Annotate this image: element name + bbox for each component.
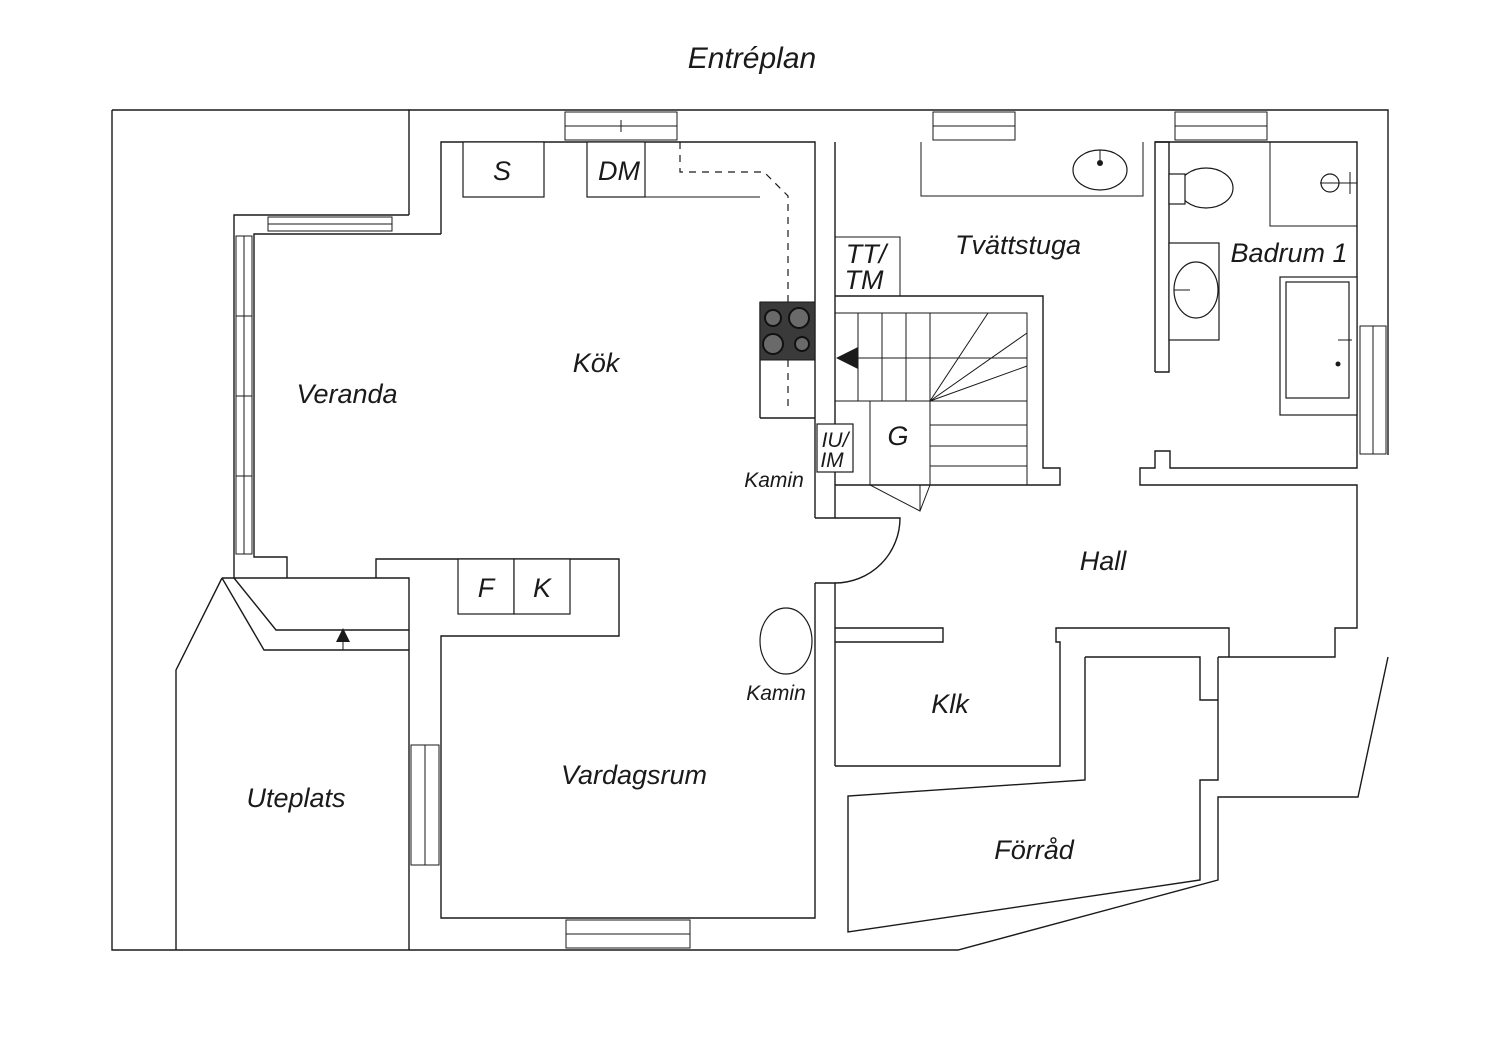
fireplace-icon — [759, 607, 813, 675]
room-label-kok: Kök — [573, 348, 621, 378]
hall-door — [834, 517, 901, 584]
entrance-walls — [175, 577, 409, 950]
kitchen-walls — [234, 141, 836, 950]
fixture-label-tt: TT/ — [846, 239, 889, 269]
fixture-label-g: G — [887, 421, 908, 451]
lower-right-walls — [835, 627, 1230, 933]
fixture-label-kamin-lower: Kamin — [746, 682, 806, 705]
fixture-label-kamin-upper: Kamin — [744, 469, 804, 492]
laundry-walls — [835, 142, 1144, 512]
room-label-badrum: Badrum 1 — [1230, 238, 1347, 268]
room-label-vardagsrum: Vardagsrum — [561, 760, 707, 790]
fixture-label-s: S — [493, 156, 511, 186]
windows — [267, 111, 1387, 949]
toilet-icon — [1178, 167, 1234, 209]
room-label-veranda: Veranda — [296, 379, 397, 409]
fixture-label-k: K — [533, 573, 552, 603]
outer-walls — [111, 109, 1389, 951]
room-label-tvattstuga: Tvättstuga — [955, 230, 1081, 260]
stair-arrow-icon — [836, 347, 858, 369]
plan-title: Entréplan — [688, 42, 816, 75]
room-label-klk: Klk — [931, 689, 970, 719]
veranda-window — [235, 235, 253, 555]
room-label-forrad: Förråd — [994, 835, 1075, 865]
fixture-label-dm: DM — [598, 156, 640, 186]
room-label-hall: Hall — [1080, 546, 1128, 576]
kitchen-fixtures — [457, 141, 854, 675]
fixture-label-tm: TM — [845, 265, 884, 295]
entrance-arrow-icon — [336, 628, 350, 642]
bathroom-walls — [1139, 141, 1358, 658]
fixture-label-f: F — [478, 573, 496, 603]
room-label-uteplats: Uteplats — [246, 783, 345, 813]
fixture-label-im: IM — [820, 449, 844, 472]
fixture-label-iu: IU/ — [822, 429, 851, 452]
